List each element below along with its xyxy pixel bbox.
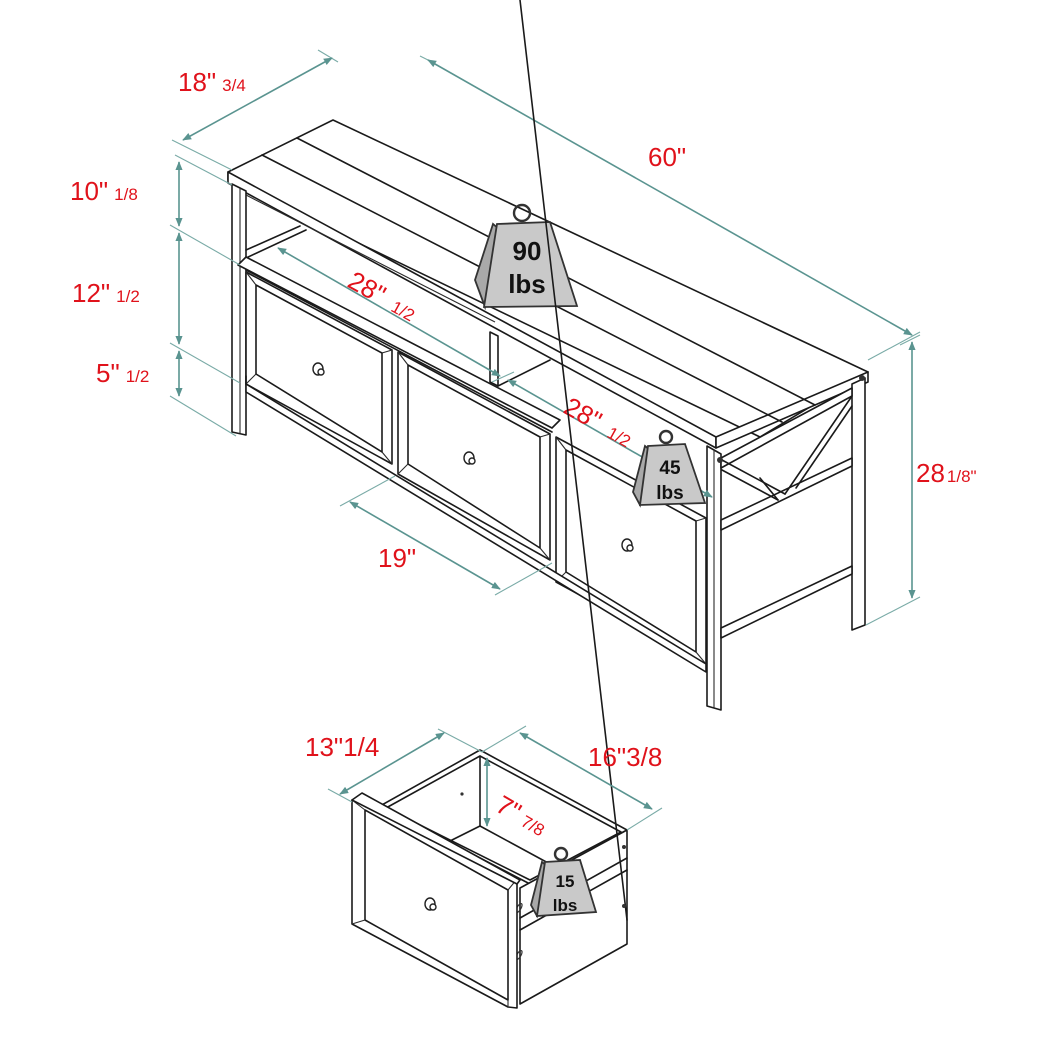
drawer-detail: 13"1/4 16"3/8 7"7/8 15 lbs [305, 0, 662, 1009]
weight-15-lbs: 15 lbs [530, 846, 598, 919]
drawer-width-label: 19" [378, 543, 416, 573]
weight-ring-icon [658, 429, 674, 445]
weight-90-lbs: 90 lbs [474, 203, 579, 311]
svg-text:lbs: lbs [553, 896, 578, 915]
weight-icon [638, 443, 707, 506]
drawer-width-detail-label: 13"1/4 [305, 732, 379, 762]
svg-text:lbs: lbs [656, 483, 683, 504]
width-label: 60" [648, 142, 686, 172]
drawer-depth-detail-label: 16"3/8 [588, 742, 662, 772]
drawer-section-height-label: 12"1/2 [72, 278, 140, 308]
top-shelf-height-label: 10"1/8 [70, 176, 138, 206]
weight-45-lbs: 45 lbs [632, 429, 707, 508]
left-front-leg [231, 183, 247, 436]
side-x-brace [717, 375, 865, 639]
svg-text:90: 90 [513, 236, 542, 266]
svg-text:lbs: lbs [508, 269, 546, 299]
weight-icon [535, 859, 598, 917]
weight-ring-icon [512, 203, 532, 223]
svg-text:45: 45 [659, 458, 681, 479]
drawer-2 [397, 351, 551, 561]
weight-ring-icon [553, 846, 569, 862]
right-front-leg [706, 445, 722, 711]
right-back-leg [851, 377, 866, 631]
svg-text:15: 15 [556, 872, 575, 891]
tv-stand [227, 119, 869, 711]
bottom-clearance-label: 5"1/2 [96, 358, 149, 388]
depth-label: 18"3/4 [178, 67, 246, 97]
